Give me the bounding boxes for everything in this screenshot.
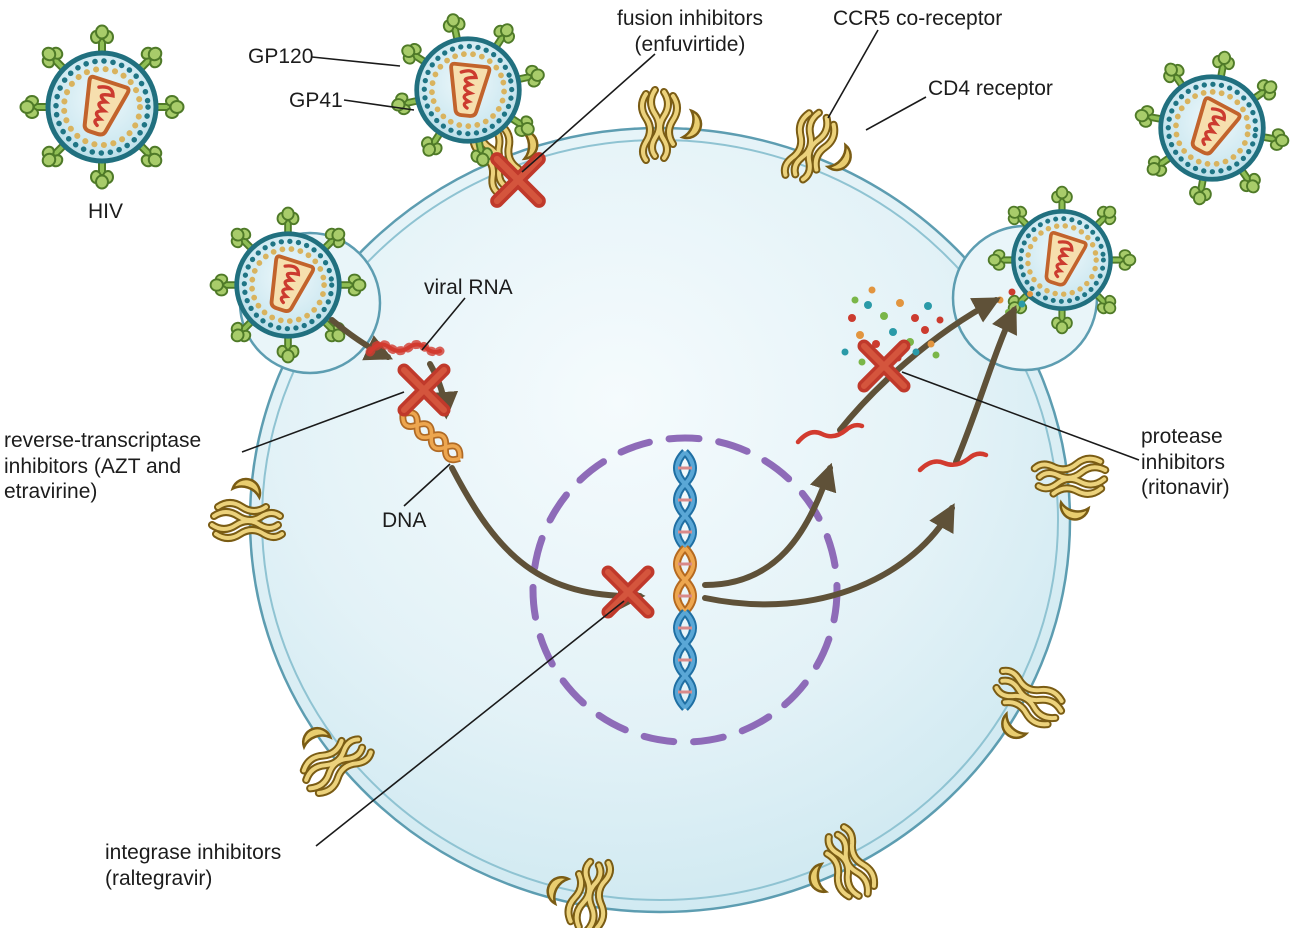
pointer-viral-rna (421, 297, 466, 351)
arrow-integration (449, 465, 646, 611)
label-viral-rna: viral RNA (424, 276, 513, 299)
viral-protein-dots (841, 286, 944, 366)
process-arrows (329, 297, 1017, 611)
label-gp41: GP41 (289, 89, 343, 112)
label-fusion-inhibitors: fusion inhibitors (enfuvirtide) (617, 7, 763, 56)
label-hiv: HIV (88, 200, 124, 223)
label-dna: DNA (382, 509, 427, 532)
label-protease-inhibitors: protease inhibitors (ritonavir) (1141, 425, 1230, 500)
pointer-gp41 (343, 99, 415, 111)
hiv-virion-free (21, 26, 184, 189)
hiv-virion-released (1122, 38, 1300, 217)
pointer-protease-inhibitors (901, 371, 1140, 461)
label-rt-inhibitors: reverse-transcriptase inhibitors (AZT an… (4, 429, 202, 504)
pointer-integrase-inhibitors (315, 600, 625, 847)
hiv-virion-entering (211, 208, 382, 375)
arrow-assembly-2 (953, 305, 1017, 465)
arrow-transcription-2 (702, 503, 955, 608)
pointer-ccr5 (827, 29, 879, 119)
nucleus-membrane (529, 434, 841, 746)
label-pointer-lines (241, 29, 1140, 847)
arrow-entry (329, 317, 394, 361)
hiv-virion-budding (951, 187, 1135, 372)
pointer-rt-inhibitors (241, 391, 405, 453)
mrna-transcript-1 (795, 422, 865, 445)
pointer-cd4 (865, 96, 927, 131)
pointer-dna (403, 463, 451, 507)
nuclear-dna-helix (673, 449, 697, 711)
mrna-transcript-2 (917, 451, 989, 473)
label-cd4-receptor: CD4 receptor (928, 77, 1053, 100)
pointer-gp120 (311, 56, 401, 67)
arrow-assembly-1 (837, 297, 1001, 433)
arrow-transcription-1 (702, 462, 837, 588)
label-integrase-inhibitors: integrase inhibitors (raltegravir) (105, 841, 282, 890)
pointer-fusion-inhibitors (521, 53, 656, 173)
viral-rna-squiggle (365, 339, 445, 357)
label-gp120: GP120 (248, 45, 314, 68)
label-ccr5-coreceptor: CCR5 co-receptor (833, 7, 1003, 30)
